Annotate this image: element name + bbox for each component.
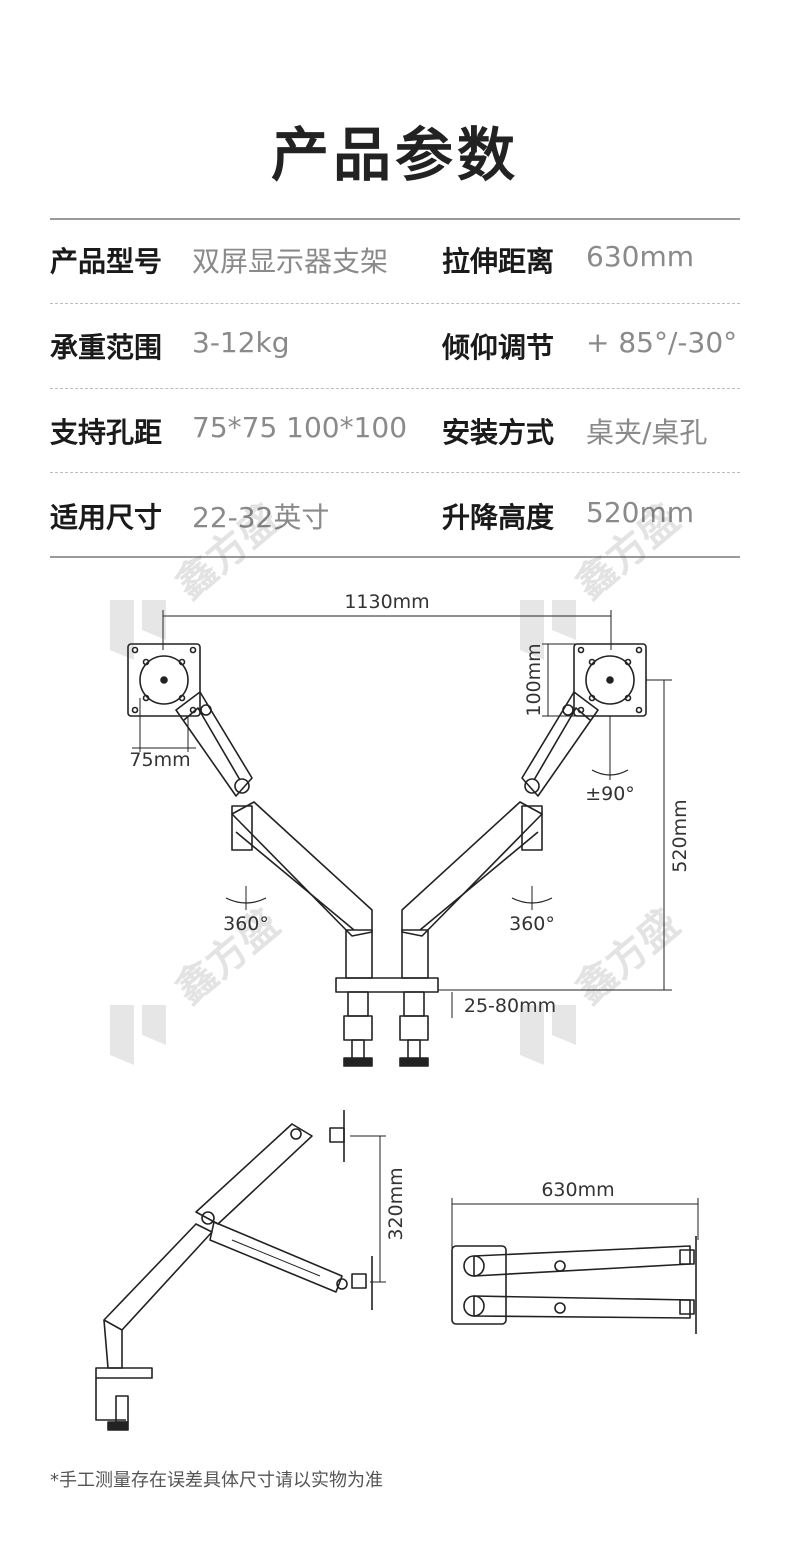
spec-row-1: 产品型号 双屏显示器支架 拉伸距离 630mm xyxy=(50,218,750,302)
clamp-range-label: 25-80mm xyxy=(464,995,556,1017)
watermark-logo xyxy=(520,1005,576,1065)
spec-label: 升降高度 xyxy=(442,501,555,534)
front-view-diagram: 1130mm 75mm 100mm ±90° 360° 360° 520mm 2… xyxy=(127,591,691,1067)
spec-row-2: 承重范围 3-12kg 倾仰调节 + 85°/-30° xyxy=(50,304,750,388)
watermark-logo xyxy=(110,600,166,660)
width-label: 1130mm xyxy=(344,591,429,613)
spec-row-4: 适用尺寸 22-32英寸 升降高度 520mm xyxy=(50,474,750,558)
spec-value: 75*75 100*100 xyxy=(192,411,408,444)
row-divider xyxy=(50,472,740,473)
spec-value: 520mm xyxy=(586,496,694,529)
spec-value: + 85°/-30° xyxy=(586,326,738,359)
spec-label: 拉伸距离 xyxy=(442,245,555,278)
rotate-label: ±90° xyxy=(585,783,635,805)
vesa-100-label: 100mm xyxy=(523,643,545,716)
side-height-label: 320mm xyxy=(385,1167,407,1240)
spec-label: 承重范围 xyxy=(50,331,163,364)
spec-label: 支持孔距 xyxy=(50,416,163,449)
spec-row-3: 支持孔距 75*75 100*100 安装方式 桌夹/桌孔 xyxy=(50,389,750,473)
spec-label: 安装方式 xyxy=(442,416,555,449)
row-divider xyxy=(50,388,740,389)
extension-label: 630mm xyxy=(541,1179,614,1201)
vesa-75-label: 75mm xyxy=(129,749,190,771)
swivel-right-label: 360° xyxy=(509,913,555,935)
spec-value: 3-12kg xyxy=(192,326,290,359)
table-top-rule xyxy=(50,218,740,220)
watermark-logo xyxy=(520,600,576,660)
side-top-view-diagram: 320mm 630mm xyxy=(95,1110,699,1431)
row-divider xyxy=(50,303,740,304)
spec-label: 产品型号 xyxy=(50,245,163,278)
table-bottom-rule xyxy=(50,556,740,558)
spec-value: 22-32英寸 xyxy=(192,501,330,534)
spec-label: 倾仰调节 xyxy=(442,331,555,364)
swivel-left-label: 360° xyxy=(223,913,269,935)
height-label: 520mm xyxy=(669,799,691,872)
spec-value: 630mm xyxy=(586,240,694,273)
watermark-logo xyxy=(110,1005,166,1065)
spec-value: 双屏显示器支架 xyxy=(192,245,389,278)
page-title: 产品参数 xyxy=(270,121,519,189)
spec-label: 适用尺寸 xyxy=(50,501,163,534)
spec-value: 桌夹/桌孔 xyxy=(586,416,708,449)
footnote: *手工测量存在误差具体尺寸请以实物为准 xyxy=(50,1470,383,1491)
